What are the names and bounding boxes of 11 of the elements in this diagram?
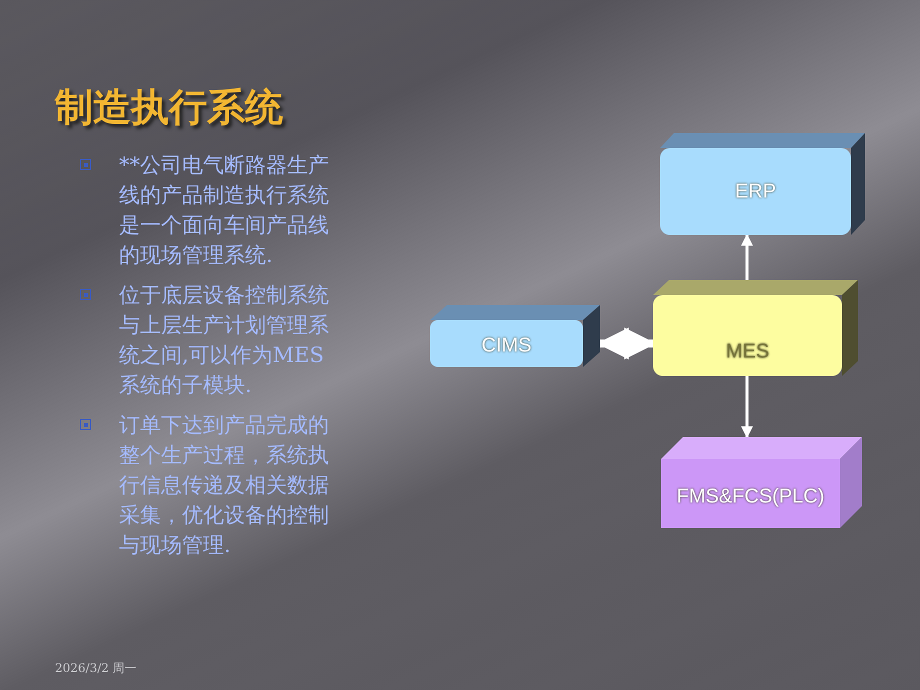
arrow (741, 376, 753, 438)
arrow (741, 234, 753, 280)
node-label: ERP (734, 180, 776, 203)
node-label: CIMS (482, 334, 532, 358)
slide-title: 制造执行系统 (55, 84, 283, 131)
bullet-text: 订单下达到产品完成的整个生产过程，系统执行信息传递及相关数据采集，优化设备的控制与现场管理. (119, 412, 330, 559)
date-text: 2026/3/2 周一 (55, 660, 137, 677)
bullet-text: **公司电气断路器生产线的产品制造执行系统是一个面向车间产品线的现场管理系统. (119, 152, 330, 269)
node-label: FMS&FCS(PLC) (676, 485, 824, 508)
node-label: MES (726, 340, 770, 364)
bullet-text: 位于底层设备控制系统与上层生产计划管理系统之间,可以作为MES系统的子模块. (119, 282, 330, 399)
